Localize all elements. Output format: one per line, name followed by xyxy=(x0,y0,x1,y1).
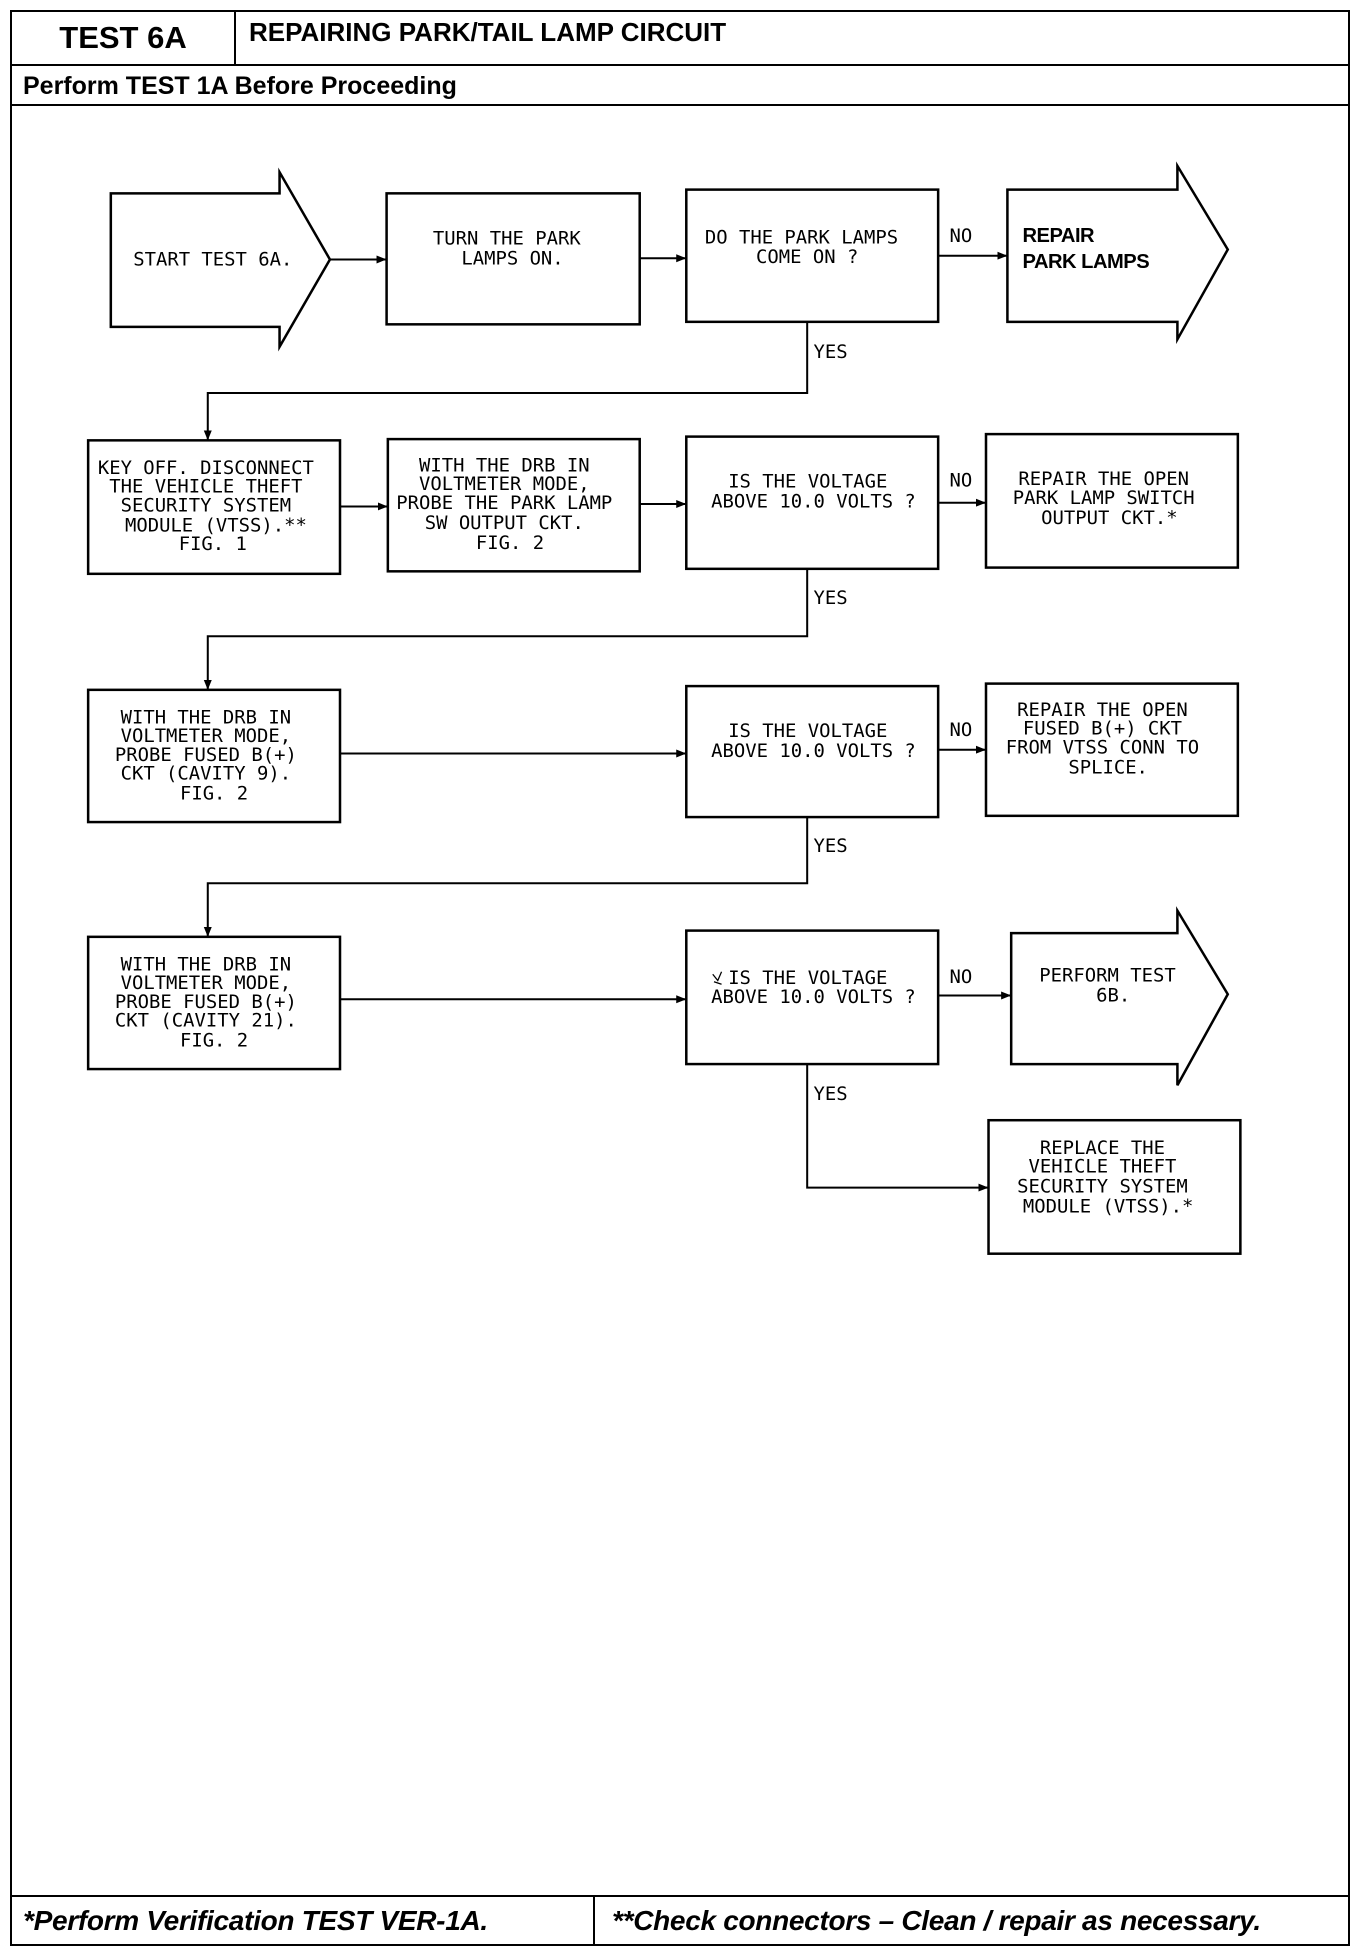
prerequisite-note: Perform TEST 1A Before Proceeding xyxy=(23,72,457,100)
step-turn-on-label: TURN THE PARK LAMPS ON. xyxy=(433,229,592,270)
repair-switch-line: OUTPUT CKT.* xyxy=(1041,508,1177,529)
step-probe-switch-label: WITH THE DRB IN VOLTMETER MODE, PROBE TH… xyxy=(396,456,623,554)
step-probe-cavity9-box xyxy=(86,688,342,824)
replace-vtss-line: MODULE (VTSS).* xyxy=(1023,1197,1194,1218)
decision-line: IS THE VOLTAGE xyxy=(728,721,887,742)
footer-note-connectors: **Check connectors – Clean / repair as n… xyxy=(612,1905,1261,1936)
key-off-line: FIG. 1 xyxy=(179,534,247,555)
decision-voltage-3-label: IS THE VOLTAGE ABOVE 10.0 VOLTS ? xyxy=(711,968,916,1008)
connector-yes-to-cavity9 xyxy=(203,568,809,690)
decision-lamps-on-label: DO THE PARK LAMPS COME ON ? xyxy=(705,227,910,268)
decision-line: IS THE VOLTAGE xyxy=(728,968,887,989)
start-label: START TEST 6A. xyxy=(133,250,292,271)
decision-line: DO THE PARK LAMPS xyxy=(705,227,898,248)
footer-rule xyxy=(10,1895,1350,1897)
decision-line: ABOVE 10.0 VOLTS ? xyxy=(711,492,916,513)
page-frame xyxy=(10,10,1350,1946)
step-probe-cavity21-label: WITH THE DRB IN VOLTMETER MODE, PROBE FU… xyxy=(115,955,308,1052)
probe-switch-line: SW OUTPUT CKT. xyxy=(425,513,584,534)
decision-line: ABOVE 10.0 VOLTS ? xyxy=(711,987,916,1008)
step-probe-cavity21-box xyxy=(86,935,342,1071)
no-label: NO xyxy=(949,471,972,492)
step-key-off-box xyxy=(86,439,342,576)
no-label: NO xyxy=(949,226,972,247)
repair-switch-output-box xyxy=(984,432,1240,569)
probe-switch-line: FIG. 2 xyxy=(476,533,544,554)
probe-switch-line: PROBE THE PARK LAMP xyxy=(396,493,612,514)
replace-vtss-line: REPLACE THE xyxy=(1040,1138,1165,1159)
key-off-line: KEY OFF. DISCONNECT xyxy=(98,458,314,479)
connector-yes-to-cavity21 xyxy=(203,817,809,937)
repair-lamps-line: PARK LAMPS xyxy=(1023,251,1150,273)
repair-switch-line: PARK LAMP SWITCH xyxy=(1013,488,1195,509)
repair-fused-circuit-label: REPAIR THE OPEN FUSED B(+) CKT FROM VTSS… xyxy=(1006,700,1211,778)
decision-line: COME ON ? xyxy=(756,247,858,268)
connector-yes-to-key-off xyxy=(203,321,809,441)
decision-voltage-2-box xyxy=(685,684,940,819)
key-off-line: MODULE (VTSS).** xyxy=(125,515,307,536)
header-divider xyxy=(10,64,1350,66)
replace-vtss-box xyxy=(987,1118,1242,1255)
yes-label: YES xyxy=(813,342,847,363)
probe-cavity21-line: PROBE FUSED B(+) xyxy=(115,992,297,1013)
probe-cavity9-line: WITH THE DRB IN xyxy=(121,708,292,729)
step-key-off-label: KEY OFF. DISCONNECT THE VEHICLE THEFT SE… xyxy=(98,458,325,555)
repair-fused-line: FUSED B(+) CKT xyxy=(1023,719,1182,740)
no-label: NO xyxy=(949,720,972,741)
repair-switch-output-label: REPAIR THE OPEN PARK LAMP SWITCH OUTPUT … xyxy=(1013,469,1206,529)
test-title: REPAIRING PARK/TAIL LAMP CIRCUIT xyxy=(249,17,727,47)
probe-cavity9-line: CKT (CAVITY 9). xyxy=(121,764,292,785)
repair-fused-circuit-box xyxy=(984,682,1240,818)
probe-cavity9-line: PROBE FUSED B(+) xyxy=(115,745,297,766)
repair-switch-line: REPAIR THE OPEN xyxy=(1018,469,1189,490)
perform-6b-line: 6B. xyxy=(1096,986,1130,1007)
repair-fused-line: REPAIR THE OPEN xyxy=(1017,700,1188,721)
decision-voltage-1-box xyxy=(685,435,940,571)
repair-lamps-line: REPAIR xyxy=(1023,225,1096,247)
decision-line: ABOVE 10.0 VOLTS ? xyxy=(711,741,916,762)
decision-line: IS THE VOLTAGE xyxy=(728,472,887,493)
step-probe-switch-box xyxy=(386,437,641,573)
probe-cavity21-line: FIG. 2 xyxy=(180,1031,248,1052)
handwritten-mark xyxy=(712,971,723,985)
footer-note-verification: *Perform Verification TEST VER-1A. xyxy=(23,1905,488,1936)
probe-switch-line: VOLTMETER MODE, xyxy=(419,474,590,495)
decision-voltage-2-label: IS THE VOLTAGE ABOVE 10.0 VOLTS ? xyxy=(711,721,916,762)
decision-voltage-1-label: IS THE VOLTAGE ABOVE 10.0 VOLTS ? xyxy=(711,472,916,513)
probe-switch-line: WITH THE DRB IN xyxy=(419,456,590,477)
decision-voltage-3-box xyxy=(685,929,940,1066)
replace-vtss-line: VEHICLE THEFT xyxy=(1029,1157,1177,1178)
probe-cavity9-line: VOLTMETER MODE, xyxy=(121,726,292,747)
probe-cavity21-line: CKT (CAVITY 21). xyxy=(115,1011,297,1032)
probe-cavity9-line: FIG. 2 xyxy=(180,784,248,805)
footer-divider xyxy=(593,1896,595,1946)
replace-vtss-label: REPLACE THE VEHICLE THEFT SECURITY SYSTE… xyxy=(1017,1138,1199,1218)
key-off-line: SECURITY SYSTEM xyxy=(121,496,292,517)
header-bottom-rule xyxy=(10,104,1350,106)
repair-park-lamps-arrow xyxy=(1006,161,1230,345)
turn-on-line: LAMPS ON. xyxy=(461,249,563,270)
repair-park-lamps-label: REPAIR PARK LAMPS xyxy=(1023,225,1150,273)
turn-on-line: TURN THE PARK xyxy=(433,229,581,250)
replace-vtss-line: SECURITY SYSTEM xyxy=(1017,1177,1188,1198)
connector-yes-replace-vtss xyxy=(806,1064,989,1192)
probe-cavity21-line: VOLTMETER MODE, xyxy=(121,973,292,994)
no-label: NO xyxy=(949,967,972,988)
repair-fused-line: FROM VTSS CONN TO xyxy=(1006,738,1199,759)
perform-6b-line: PERFORM TEST xyxy=(1039,966,1175,987)
probe-cavity21-line: WITH THE DRB IN xyxy=(121,955,292,976)
start-arrow xyxy=(109,167,332,352)
start-line: START TEST 6A. xyxy=(133,250,292,271)
yes-label: YES xyxy=(813,1084,847,1105)
yes-label: YES xyxy=(813,588,847,609)
test-id: TEST 6A xyxy=(59,20,187,55)
repair-fused-line: SPLICE. xyxy=(1068,757,1148,778)
step-probe-cavity9-label: WITH THE DRB IN VOLTMETER MODE, PROBE FU… xyxy=(115,708,308,805)
yes-label: YES xyxy=(813,836,847,857)
key-off-line: THE VEHICLE THEFT xyxy=(109,477,302,498)
perform-test-6b-label: PERFORM TEST 6B. xyxy=(1039,966,1187,1007)
perform-test-6b-arrow xyxy=(1009,906,1230,1086)
